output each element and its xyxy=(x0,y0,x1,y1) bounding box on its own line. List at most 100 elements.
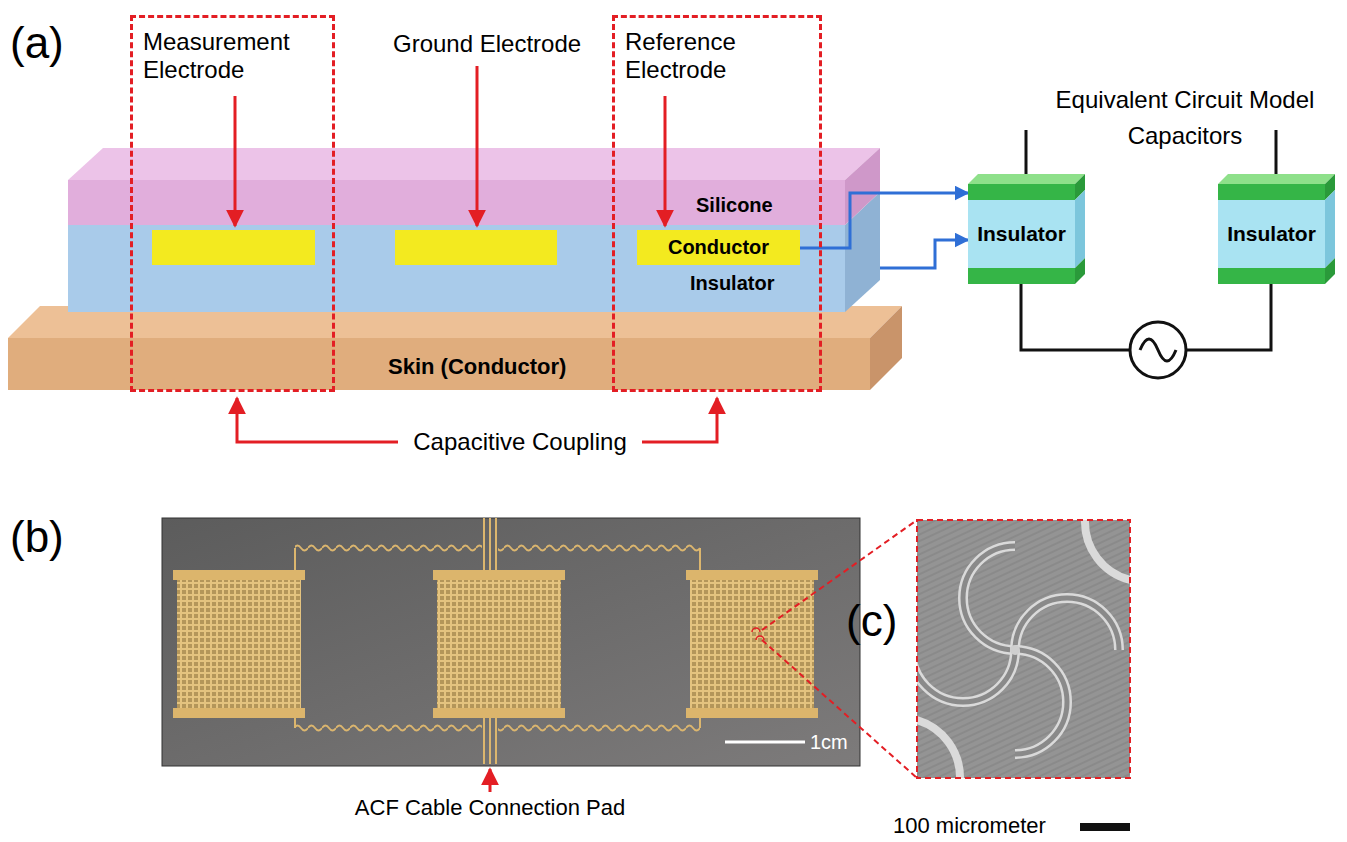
serpentine-wires xyxy=(295,518,700,764)
sem-image xyxy=(911,520,1130,778)
dielectric-front xyxy=(968,200,1075,268)
arc-edge xyxy=(1085,520,1130,580)
bus-bar xyxy=(686,708,818,718)
zoom-line xyxy=(762,640,917,778)
ac-sine xyxy=(1140,339,1176,361)
heading-label: Equivalent Circuit Model xyxy=(1056,86,1315,114)
arc xyxy=(1015,598,1119,650)
wire xyxy=(1025,130,1028,180)
mesh-pad xyxy=(177,580,301,708)
insulator-layer: InsulatorConductor xyxy=(68,225,880,312)
node-text: Reference Electrode xyxy=(625,28,808,83)
zoom-lines xyxy=(762,520,917,778)
measurement-conductor xyxy=(152,230,315,265)
arc-edge xyxy=(1015,598,1119,650)
capacitor-box: Insulator xyxy=(968,172,1085,286)
scale-bar xyxy=(1080,823,1130,831)
serpentine xyxy=(295,723,482,733)
arc-edge xyxy=(1015,650,1067,754)
skin-layer: Skin (Conductor) xyxy=(8,306,902,390)
mesh-pad xyxy=(437,580,561,708)
mesh-pad xyxy=(690,580,814,708)
plate-front xyxy=(968,268,1075,284)
plate-front xyxy=(1218,268,1325,284)
arc-edge xyxy=(917,650,1015,702)
panel-label: (a) xyxy=(10,18,64,69)
electrode-region: Measurement Electrode xyxy=(130,15,335,392)
insulator-front xyxy=(68,225,845,312)
photo-ground xyxy=(162,518,860,766)
bus-bar xyxy=(433,708,565,718)
part-label: Capacitors xyxy=(1128,122,1243,150)
silicone-layer: Silicone xyxy=(68,148,880,225)
plate-side xyxy=(1075,258,1085,284)
leader-arrow xyxy=(642,398,717,442)
ground-conductor xyxy=(395,230,557,265)
conductor-electrode: Conductor xyxy=(637,230,800,265)
zoom-frame xyxy=(917,520,1130,778)
scale-bar xyxy=(725,741,805,744)
connection-pad-lines xyxy=(484,518,496,764)
arc xyxy=(1015,650,1067,754)
silicone-top xyxy=(68,148,880,180)
arc xyxy=(917,650,1015,702)
dielectric-side xyxy=(1075,190,1085,268)
node-text: Skin (Conductor) xyxy=(388,354,566,379)
dielectric-side xyxy=(1325,190,1335,268)
bus-bar xyxy=(433,570,565,580)
dielectric-front xyxy=(1218,200,1325,268)
sem-ground xyxy=(917,520,1130,778)
serpentine xyxy=(295,543,482,553)
plate-front xyxy=(968,184,1075,200)
silicone-front xyxy=(68,180,845,225)
ac-source-symbol xyxy=(1130,322,1186,378)
wire xyxy=(1275,130,1278,180)
bus-bar xyxy=(686,570,818,580)
panel-label: (b) xyxy=(10,512,64,563)
bus-bar xyxy=(173,708,305,718)
wire-stub xyxy=(295,548,700,728)
node-text: Conductor xyxy=(668,236,769,259)
leader-arrow xyxy=(664,96,667,226)
device-photo xyxy=(162,518,860,766)
leader-arrow xyxy=(489,769,492,792)
node-text: Insulator xyxy=(1227,222,1316,246)
plate-front xyxy=(1218,184,1325,200)
scale-label: 1cm xyxy=(810,731,848,754)
arc-edge xyxy=(963,546,1015,650)
arc-edge xyxy=(917,720,960,778)
skin-slab xyxy=(8,306,902,390)
arc-core xyxy=(917,650,1015,702)
electrode-mesh xyxy=(173,570,818,718)
connector-arrow xyxy=(880,240,968,268)
node-text: Silicone xyxy=(696,194,773,217)
plate-side xyxy=(1325,258,1335,284)
arc-core xyxy=(1015,650,1067,754)
serpentine-arcs xyxy=(917,520,1130,778)
bus-bar xyxy=(173,570,305,580)
part-label: ACF Cable Connection Pad xyxy=(355,795,625,820)
plate-top xyxy=(1218,174,1335,184)
leader-arrow xyxy=(237,398,398,442)
skin-front xyxy=(8,338,870,390)
silicone-slab xyxy=(68,148,880,225)
arc xyxy=(963,546,1015,650)
scale-label: 100 micrometer xyxy=(893,813,1046,838)
part-label: Ground Electrode xyxy=(393,30,581,58)
wire xyxy=(1186,284,1271,350)
conductor-pads xyxy=(152,230,800,265)
plate-top xyxy=(968,174,1085,184)
leader-arrow xyxy=(476,66,479,226)
arc-core xyxy=(1015,598,1119,650)
node-text: Measurement Electrode xyxy=(143,28,326,83)
arc-hub xyxy=(1010,645,1020,655)
reference-conductor xyxy=(637,230,800,265)
wire xyxy=(1021,284,1130,350)
sem-texture xyxy=(917,520,1130,778)
skin-side xyxy=(870,306,902,390)
panel-label: (c) xyxy=(846,596,897,647)
serpentine xyxy=(498,543,700,553)
capacitor-box: Insulator xyxy=(1218,172,1335,286)
part-label: Capacitive Coupling xyxy=(413,428,626,456)
